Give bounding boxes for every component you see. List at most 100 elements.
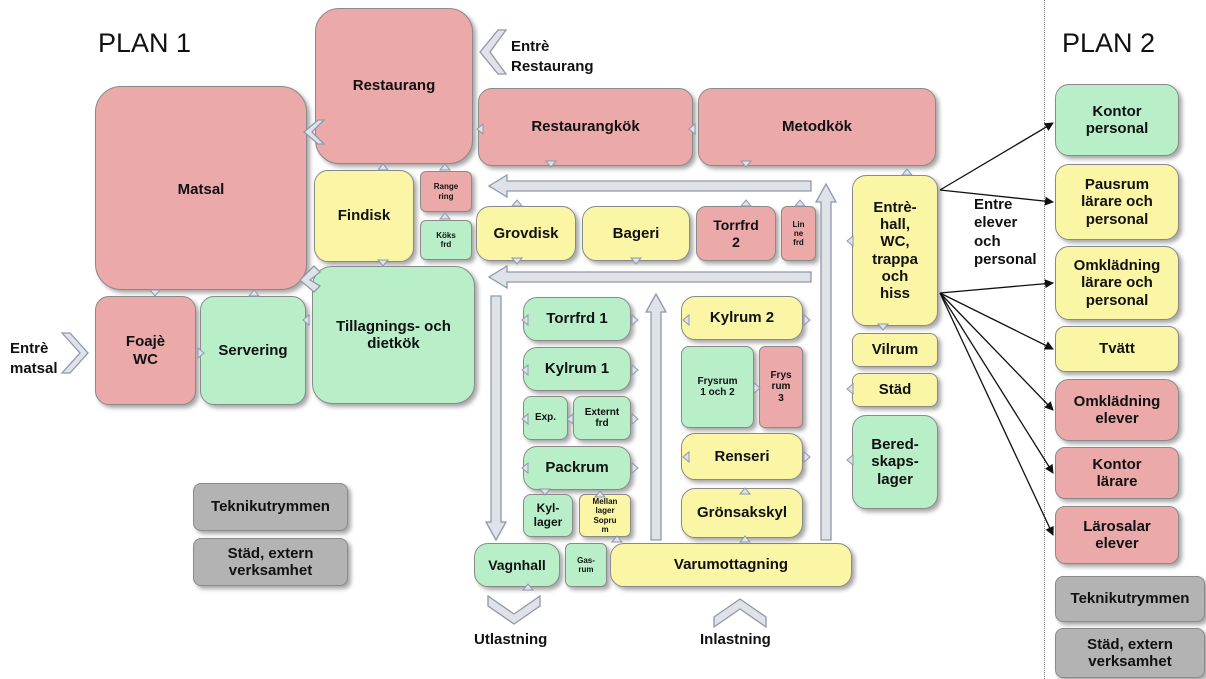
room-foaje-wc: Foajè WC xyxy=(95,296,196,405)
room-findisk: Findisk xyxy=(314,170,414,262)
room-kontor-personal: Kontor personal xyxy=(1055,84,1179,156)
door-marker xyxy=(521,313,529,327)
door-marker xyxy=(739,160,753,168)
room-torrfrd1: Torrfrd 1 xyxy=(523,297,631,341)
corridor-arrow-up-mid xyxy=(644,292,668,541)
door-marker xyxy=(521,363,529,377)
door-marker xyxy=(631,461,639,475)
room-restaurang: Restaurang xyxy=(315,8,473,164)
room-varumottagning: Varumottagning xyxy=(610,543,852,587)
room-tillagning-dietkok: Tillagnings- och dietkök xyxy=(312,266,475,404)
corridor-arrow-top xyxy=(487,173,812,199)
door-marker xyxy=(900,168,914,176)
room-kylrum1: Kylrum 1 xyxy=(523,347,631,391)
door-marker xyxy=(739,199,753,207)
room-pausrum: Pausrum lärare och personal xyxy=(1055,164,1179,240)
room-omkladning-elever: Omklädning elever xyxy=(1055,379,1179,441)
plan2-title: PLAN 2 xyxy=(1062,28,1156,58)
label-entre-matsal: Entrè matsal xyxy=(10,340,58,377)
connector-omkladning-elever xyxy=(939,292,1054,411)
utlastning-icon xyxy=(487,594,541,625)
door-marker xyxy=(521,583,535,591)
door-marker xyxy=(753,381,761,395)
room-frysrum-1-och-2: Frysrum 1 och 2 xyxy=(681,346,754,428)
door-marker xyxy=(566,412,574,426)
room-stad-extern-plan1: Städ, extern verksamhet xyxy=(193,538,348,586)
door-marker xyxy=(302,313,310,327)
door-marker xyxy=(538,488,552,496)
room-teknikutrymmen-plan1: Teknikutrymmen xyxy=(193,483,348,531)
door-marker xyxy=(247,289,261,297)
door-marker xyxy=(876,323,890,331)
label-entre-elever: Entre elever och personal xyxy=(974,196,1037,268)
door-marker xyxy=(510,199,524,207)
room-beredskapslager: Bered- skaps- lager xyxy=(852,415,938,509)
matsal-restaurang-chevron-icon xyxy=(303,119,326,145)
label-entre-restaurang: Entrè Restaurang xyxy=(511,38,594,75)
room-omkladning-larare: Omklädning lärare och personal xyxy=(1055,246,1179,320)
room-torrfrd2: Torrfrd 2 xyxy=(696,206,776,261)
door-marker xyxy=(593,490,607,498)
door-marker xyxy=(682,313,690,327)
entre-matsal-icon xyxy=(60,332,89,374)
room-mellanlager-soprum: Mellan lager Sopru m xyxy=(579,494,631,537)
corridor-arrow-up-right xyxy=(814,182,838,541)
room-renseri: Renseri xyxy=(681,433,803,480)
door-marker xyxy=(682,450,690,464)
connector-pausrum xyxy=(939,189,1054,206)
room-grovdisk: Grovdisk xyxy=(476,206,576,261)
corridor-arrow-down-left xyxy=(484,295,508,542)
room-teknikutrymmen-plan2: Teknikutrymmen xyxy=(1055,576,1205,622)
room-vagnhall: Vagnhall xyxy=(474,543,560,587)
label-inlastning: Inlastning xyxy=(700,631,771,648)
door-marker xyxy=(846,382,854,396)
door-marker xyxy=(846,234,854,248)
door-marker xyxy=(846,453,854,467)
plan-divider xyxy=(1044,0,1045,679)
room-larosalar-elever: Lärosalar elever xyxy=(1055,506,1179,564)
door-marker xyxy=(197,346,205,360)
label-utlastning: Utlastning xyxy=(474,631,548,648)
door-marker xyxy=(376,259,390,267)
door-marker xyxy=(793,199,807,207)
room-stad-extern-plan2: Städ, extern verksamhet xyxy=(1055,628,1205,678)
room-gronsakskyl: Grönsakskyl xyxy=(681,488,803,538)
door-marker xyxy=(631,412,639,426)
room-tvatt: Tvätt xyxy=(1055,326,1179,372)
door-marker xyxy=(376,163,390,171)
inlastning-icon xyxy=(713,598,767,629)
room-kylrum2: Kylrum 2 xyxy=(681,296,803,340)
room-entrehall: Entrè- hall, WC, trappa och hiss xyxy=(852,175,938,326)
door-marker xyxy=(803,313,811,327)
plan1-title: PLAN 1 xyxy=(98,28,192,58)
connector-kontor-personal xyxy=(939,122,1054,191)
room-linnefrd: Lin ne frd xyxy=(781,206,816,261)
room-gasrum: Gas- rum xyxy=(565,543,607,587)
room-rangering: Range ring xyxy=(420,171,472,212)
door-marker xyxy=(476,122,484,136)
matsal-tillagning-chevron-icon xyxy=(299,265,322,293)
door-marker xyxy=(148,289,162,297)
connector-kontor-larare xyxy=(939,292,1054,474)
door-marker xyxy=(521,461,529,475)
door-marker xyxy=(631,313,639,327)
door-marker xyxy=(610,535,624,543)
room-matsal: Matsal xyxy=(95,86,307,290)
door-marker xyxy=(629,257,643,265)
room-metodkok: Metodkök xyxy=(698,88,936,166)
door-marker xyxy=(688,122,696,136)
room-externt-frd: Externt frd xyxy=(573,396,631,440)
door-marker xyxy=(510,257,524,265)
connector-tvatt xyxy=(939,292,1054,350)
room-servering: Servering xyxy=(200,296,306,405)
room-vilrum: Vilrum xyxy=(852,333,938,367)
door-marker xyxy=(438,163,452,171)
door-marker xyxy=(738,487,752,495)
door-marker xyxy=(738,535,752,543)
door-marker xyxy=(438,212,452,220)
connector-omkladning-larare xyxy=(939,279,1054,294)
corridor-arrow-middle xyxy=(487,264,812,290)
door-marker xyxy=(521,412,529,426)
door-marker xyxy=(803,450,811,464)
